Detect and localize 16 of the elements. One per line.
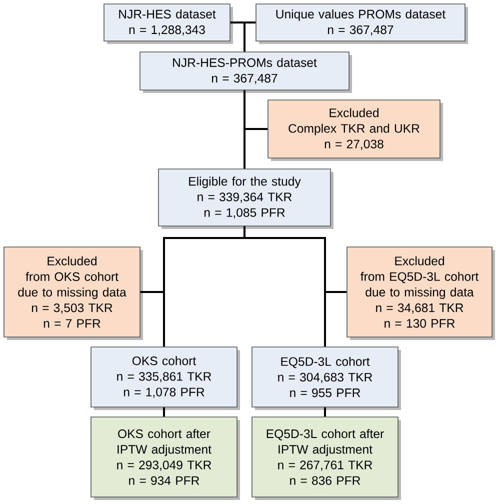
result-box: EQ5D-3L cohort after IPTW adjustment n = 267,761 TKR n = 836 PFR (252, 416, 398, 498)
exclusion-box: Excluded from OKS cohort due to missing data n = 3,503 TKR n = 7 PFR (4, 246, 140, 338)
result-box: OKS cohort after IPTW adjustment n = 293,049 TKR n = 934 PFR (90, 416, 238, 498)
exclusion-box: Excluded from EQ5D-3L cohort due to missing data n = 34,681 TKR n = 130 PFR (346, 246, 492, 338)
connector-line (324, 407, 326, 417)
process-box: NJR-HES dataset n = 1,288,343 (104, 4, 230, 42)
process-box: NJR-HES-PROMs dataset n = 367,487 (140, 52, 350, 90)
connector-line (244, 90, 246, 169)
process-box: Eligible for the study n = 339,364 TKR n = 1,085 PFR (158, 168, 331, 226)
connector-line (244, 226, 326, 347)
process-box: Unique values PROMs dataset n = 367,487 (256, 4, 466, 42)
connector-line (163, 407, 165, 417)
process-box: OKS cohort n = 335,861 TKR n = 1,078 PFR (90, 346, 238, 408)
exclusion-box: Excluded Complex TKR and UKR n = 27,038 (268, 100, 440, 158)
connector-line (244, 22, 256, 52)
process-box: EQ5D-3L cohort n = 304,683 TKR n = 955 PFR (252, 346, 398, 408)
